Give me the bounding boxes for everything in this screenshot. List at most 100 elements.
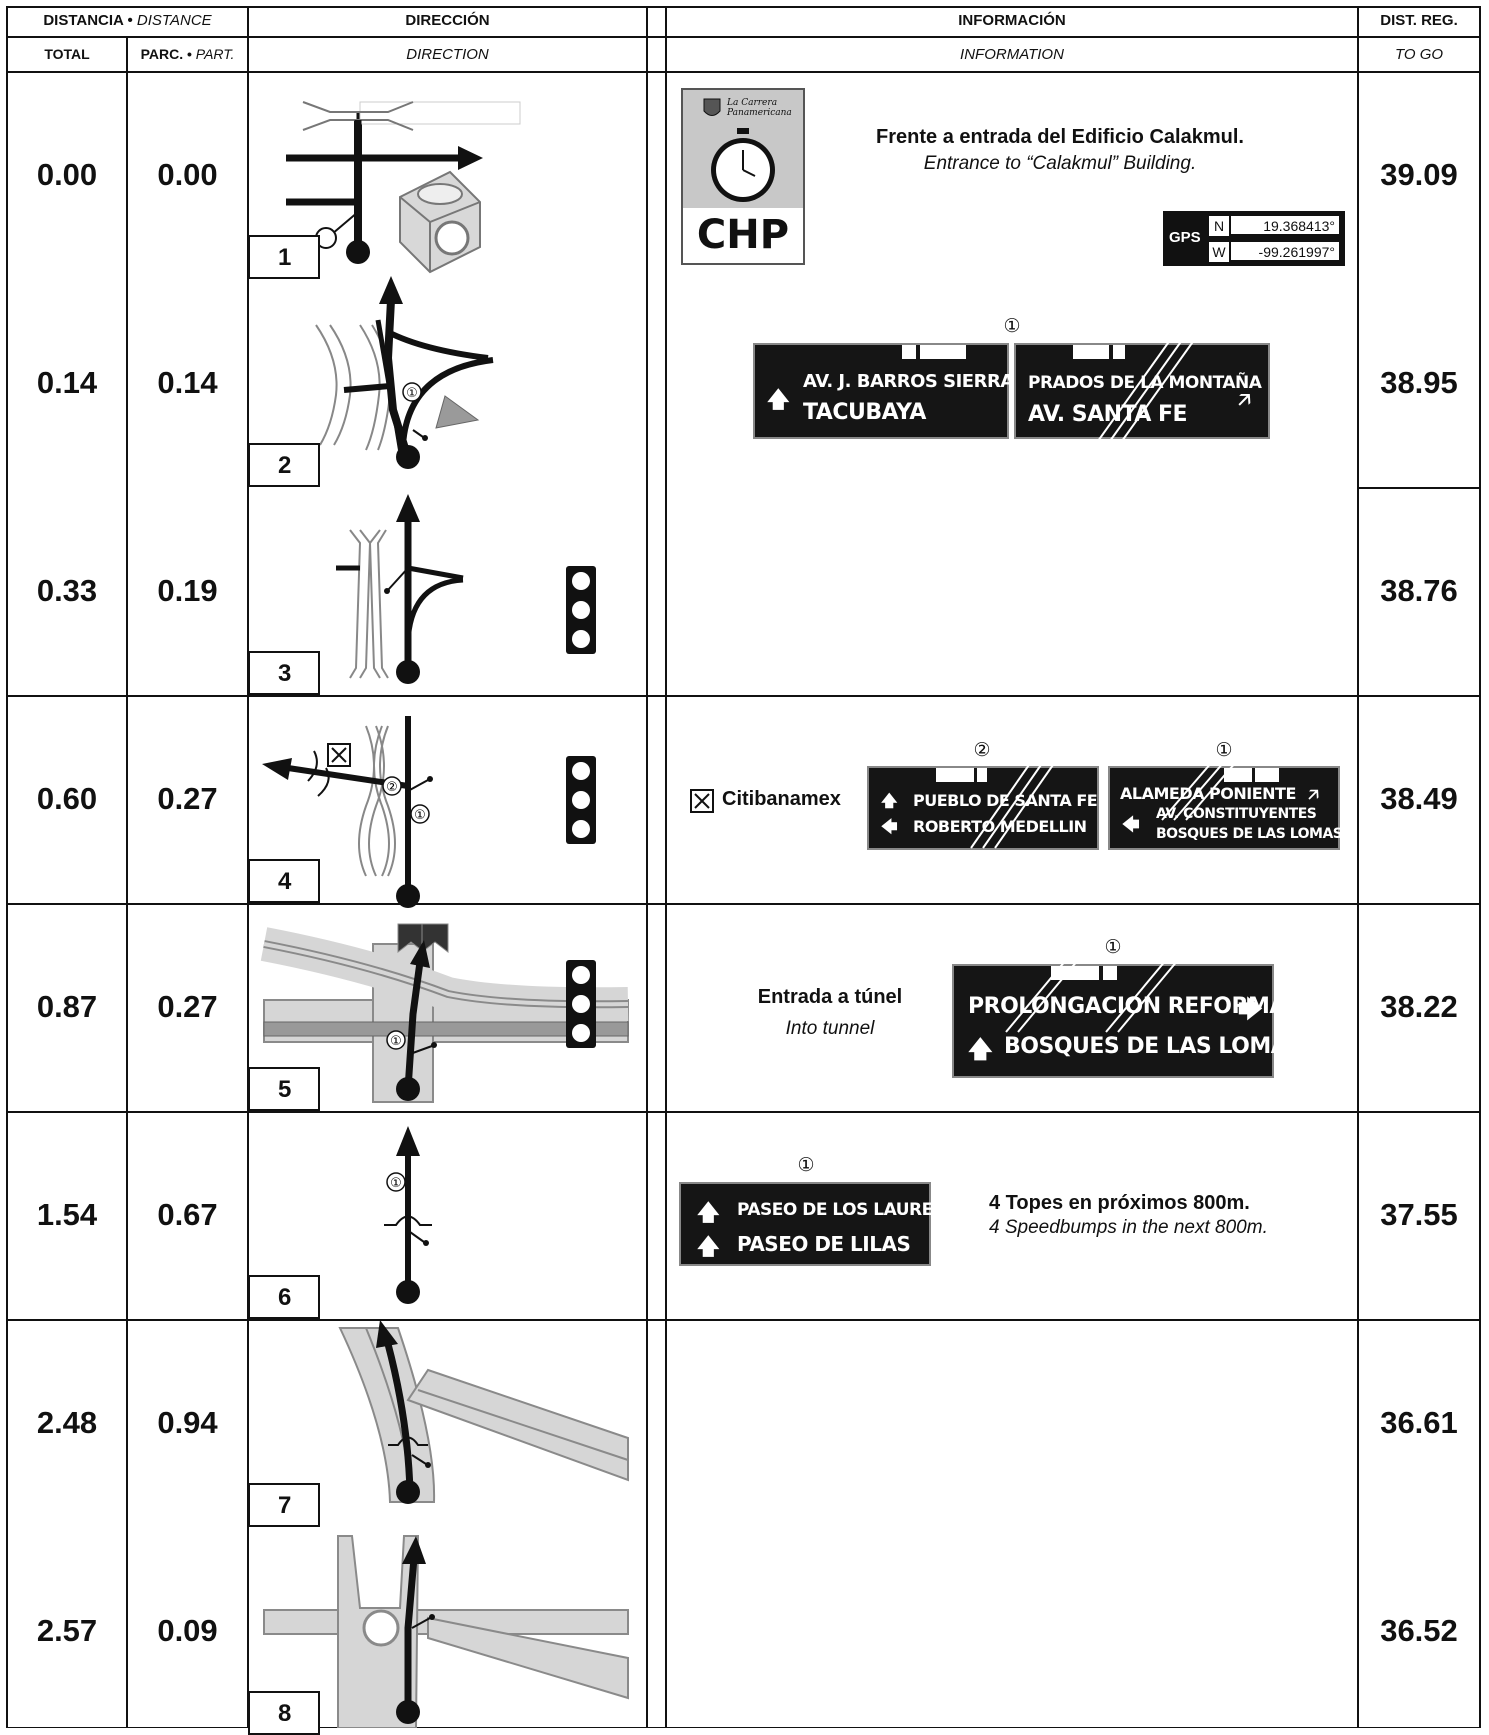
partial-distance: 0.67 <box>157 1197 218 1232</box>
diagram-step-6: ① <box>384 1126 432 1304</box>
poi-citibanamex: Citibanamex <box>722 788 841 810</box>
gps-n-value: 19.368413° <box>1230 215 1340 235</box>
header-distance: DISTANCIA • DISTANCE <box>43 12 212 29</box>
shield-icon <box>703 98 721 116</box>
distance-to-go: 38.49 <box>1380 781 1458 816</box>
logo-script: La Carrera Panamericana <box>727 98 792 118</box>
total-distance: 0.87 <box>36 989 98 1024</box>
partial-distance: 0.94 <box>157 1405 218 1440</box>
gps-w-label: W <box>1208 241 1230 263</box>
total-distance: 2.57 <box>36 1613 98 1648</box>
traffic-light-icon <box>566 756 596 844</box>
sign-marker-r5: ① <box>1104 937 1122 958</box>
diagram-marker-2: ① <box>406 386 418 401</box>
header-to-go: TO GO <box>1394 46 1444 63</box>
arrow-up-icon: 🡅 <box>767 388 790 413</box>
total-distance: 2.48 <box>36 1405 98 1440</box>
partial-distance: 0.09 <box>157 1613 218 1648</box>
distance-to-go: 38.95 <box>1380 365 1458 400</box>
distance-to-go: 38.76 <box>1380 573 1458 608</box>
logo-text: CHP <box>683 208 803 263</box>
total-distance: 0.33 <box>36 573 98 608</box>
distance-to-go: 36.61 <box>1380 1405 1458 1440</box>
road-sign-r5: PROLONGACION REFORMA 🡆 🡅 BOSQUES DE LAS … <box>952 959 1303 1078</box>
strikethrough-lines <box>970 761 1056 849</box>
header-dist-reg: DIST. REG. <box>1380 12 1458 29</box>
step-number: 8 <box>248 1691 320 1735</box>
road-sign-r4-right: ALAMEDA PONIENTE 🡥 🡄 AV. CONSTITUYENTES … <box>1108 761 1343 850</box>
atm-icon <box>690 789 714 813</box>
sign-line: PASEO DE LILAS <box>737 1232 911 1256</box>
arrow-up-icon: 🡅 <box>968 1035 993 1063</box>
step-number: 6 <box>248 1275 320 1319</box>
total-distance: 0.14 <box>36 365 98 400</box>
sign-marker-r4b: ① <box>1215 740 1233 761</box>
road-sign-r2-right: PRADOS DE LA MONTAÑA AV. SANTA FE 🡥 <box>1014 328 1270 456</box>
header-total: TOTAL <box>44 46 90 62</box>
partial-distance: 0.00 <box>157 157 218 192</box>
partial-distance: 0.27 <box>157 989 218 1024</box>
distance-to-go: 36.52 <box>1380 1613 1458 1648</box>
diagram-marker-5: ① <box>390 1034 402 1049</box>
sign-line: PASEO DE LOS LAURELES <box>737 1200 966 1220</box>
gps-n-label: N <box>1208 215 1230 237</box>
step-number: 3 <box>248 651 320 695</box>
arrow-up-icon: 🡅 <box>697 1201 720 1226</box>
diagram-marker-6: ① <box>390 1176 402 1191</box>
arrow-left-icon: 🡄 <box>1122 815 1140 835</box>
sign-line: PRADOS DE LA MONTAÑA <box>1028 373 1262 393</box>
arrow-right-icon: 🡆 <box>1238 995 1263 1023</box>
chp-logo: CHP La Carrera Panamericana <box>681 88 805 265</box>
header-partial: PARC. • PART. <box>140 46 235 62</box>
step-number: 1 <box>248 235 320 279</box>
road-sign-r6: 🡅 PASEO DE LOS LAURELES 🡅 PASEO DE LILAS <box>679 1182 966 1266</box>
traffic-light-icon <box>566 566 596 654</box>
strikethrough-lines <box>1087 328 1203 456</box>
distance-to-go: 38.22 <box>1380 989 1458 1024</box>
distance-to-go: 39.09 <box>1380 157 1458 192</box>
header-information: INFORMACIÓN <box>958 12 1066 29</box>
stopwatch-icon <box>711 128 775 202</box>
info-r5-text-en: Into tunnel <box>785 1018 875 1039</box>
distance-to-go: 37.55 <box>1380 1197 1458 1232</box>
info-r5-text: Entrada a túnel <box>757 986 903 1008</box>
arrow-up-icon: 🡅 <box>697 1235 720 1260</box>
sign-marker-r6: ① <box>797 1155 815 1176</box>
partial-distance: 0.14 <box>157 365 218 400</box>
header-direction-en: DIRECTION <box>406 46 489 63</box>
step-number: 5 <box>248 1067 320 1111</box>
sign-line: AV. CONSTITUYENTES <box>1156 806 1317 822</box>
total-distance: 0.00 <box>36 157 98 192</box>
direction-diagrams: ① <box>260 101 629 1728</box>
info-r1-text-en: Entrance to “Calakmul” Building. <box>923 153 1197 174</box>
diagram-step-2: ① <box>315 276 494 469</box>
header-information-en: INFORMATION <box>960 46 1064 63</box>
road-sign-r4-left: 🡅 PUEBLO DE SANTA FE 🡄 ROBERTO MEDELLIN <box>867 761 1099 850</box>
step-number: 4 <box>248 859 320 903</box>
sign-line: BOSQUES DE LAS LOMAS <box>1156 826 1343 842</box>
arrow-up-icon: 🡅 <box>881 791 897 810</box>
step-number: 7 <box>248 1483 320 1527</box>
strikethrough-lines <box>1005 959 1179 1033</box>
sign-line: ROBERTO MEDELLIN <box>913 817 1087 836</box>
sign-marker-r4a: ② <box>973 740 991 761</box>
info-r6-text: 4 Topes en próximos 800m. <box>989 1192 1250 1214</box>
partial-distance: 0.19 <box>157 573 218 608</box>
gps-label: GPS <box>1169 229 1201 246</box>
diagram-marker-4b: ① <box>414 808 426 823</box>
sign-line: TACUBAYA <box>803 400 926 425</box>
sign-line: AV. J. BARROS SIERRA <box>803 371 1014 392</box>
info-r1-text: Frente a entrada del Edificio Calakmul. <box>876 126 1244 148</box>
gps-block: GPS N 19.368413° W -99.261997° <box>1163 211 1345 266</box>
step-number: 2 <box>248 443 320 487</box>
diagram-step-3 <box>336 494 596 684</box>
diagram-step-7 <box>338 1320 629 1504</box>
sign-line: AV. SANTA FE <box>1028 402 1188 427</box>
total-distance: 1.54 <box>36 1197 98 1232</box>
arrow-up-right-icon: 🡥 <box>1238 387 1251 411</box>
strikethrough-lines <box>1161 761 1237 821</box>
diagram-step-1 <box>286 101 521 274</box>
arrow-left-icon: 🡄 <box>881 817 898 836</box>
diagram-step-8 <box>263 1535 629 1728</box>
